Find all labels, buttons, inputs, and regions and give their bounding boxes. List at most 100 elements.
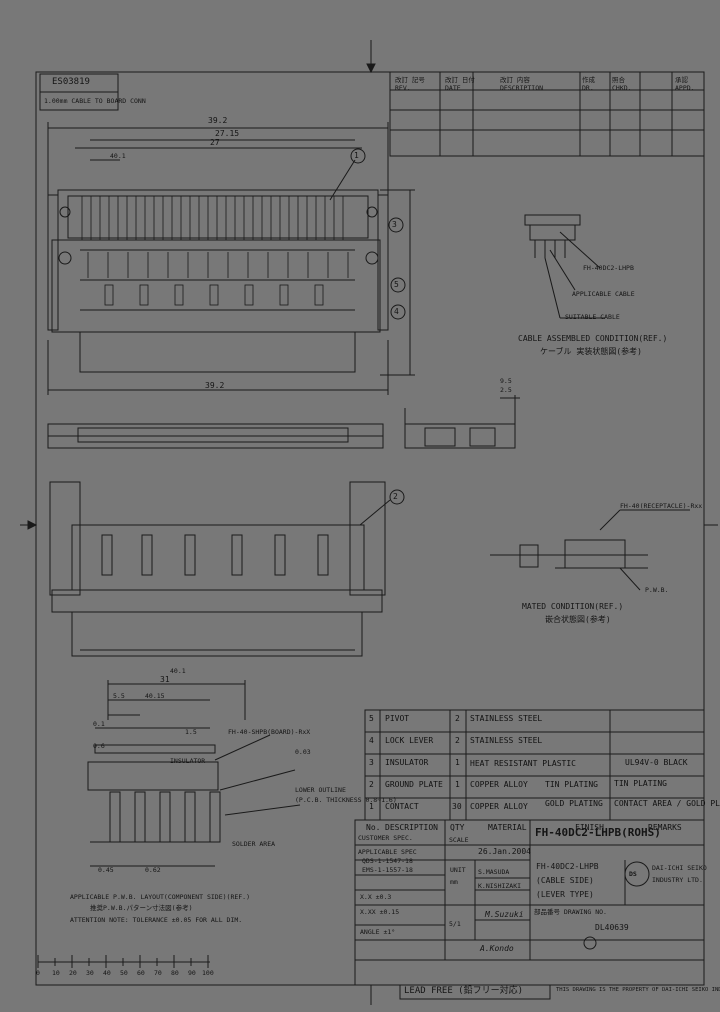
ruler-90: 90 [188,969,196,977]
callout-5: 5 [394,280,399,289]
unit: mm [450,878,458,886]
tolerance-row-3: ANGLE ±1° [360,928,396,936]
approved-by: M.Suzuki [485,910,524,919]
pcb-thickness: (P.C.B. THICKNESS 0.8~1.6) [295,796,397,804]
ruler [37,955,210,968]
callout-4-circle [390,304,406,320]
parts-row-2-remarks: TIN PLATING [614,779,667,788]
pcb-pitch: 31 [160,675,170,684]
spec-ems: EMS-1-1557-18 [362,866,413,874]
pcb-5p: 5.5 [113,692,125,700]
dim-inner: 27.15 [215,129,240,138]
part-name-big: FH-40DC2-LHPB(ROHS) [535,826,661,839]
title-block-grid [354,819,705,1000]
drawing-no: DL40639 [595,923,629,932]
spec-applicable: APPLICABLE SPEC [358,848,417,856]
cable-assembled-title: CABLE ASSEMBLED CONDITION(REF.) [518,334,668,343]
parts-row-5-material: STAINLESS STEEL [470,714,543,723]
spec-qds: QDS-1-1547-18 [362,857,413,865]
cable-label-1: FH-40DC2-LHPB [583,264,634,272]
date-label: SCALE [449,836,469,844]
parts-row-2-qty: 1 [455,780,460,789]
rev-header-en-3: DESCRIPTION [500,84,544,92]
cable-label-3: SUITABLE CABLE [565,313,620,321]
parts-header-finish: FINISH [575,823,604,832]
top-view-contacts [81,196,349,306]
parts-row-2-no: 2 [369,780,374,789]
revision-table [389,71,705,157]
rev-header-4: 作成 [582,76,595,84]
rev-header-en-2: DATE [445,84,461,92]
tolerance-note: ATTENTION NOTE: TOLERANCE ±0.05 FOR ALL … [70,916,243,924]
pcb-c: 0.6 [93,742,105,750]
parts-row-1-no: 1 [369,802,374,811]
parts-row-3-no: 3 [369,758,374,767]
parts-row-3-finish: UL94V-0 BLACK [625,758,688,767]
company-line-2: INDUSTRY LTD. [652,876,703,884]
pcb-f: 0.1 [93,720,105,728]
rev-header-3: 改訂 内容 [500,76,530,84]
desc-line-1: FH-40DC2-LHPB [536,862,599,871]
cable-assembled-sketch [524,214,605,319]
front-view [47,423,384,449]
pcb-g: 0.03 [295,748,311,756]
copyright: THIS DRAWING IS THE PROPERTY OF DAI-ICHI… [556,987,720,993]
mated-title: MATED CONDITION(REF.) [522,602,624,611]
scale-value: 5/1 [449,920,461,928]
parts-row-4-material: STAINLESS STEEL [470,736,543,745]
tolerance-row-2: X.XX ±0.15 [360,908,400,916]
dim-overall: 39.2 [208,116,228,125]
parts-row-2-material: COPPER ALLOY [470,780,528,789]
rev-header-en-1: REV. [395,84,411,92]
callout-4: 4 [394,307,399,316]
company-logo-ring [624,861,650,887]
ruler-30: 30 [86,969,94,977]
ruler-60: 60 [137,969,145,977]
dim-pitch-run: 27 [210,138,220,147]
parts-row-1-material: COPPER ALLOY [470,802,528,811]
pcb-layout [87,680,301,867]
callout-1-circle [350,148,366,164]
insulator-note: INSULATOR [170,757,206,765]
pcb-span: 40.1 [170,667,186,675]
pcb-layout-title: APPLICABLE P.W.B. LAYOUT(COMPONENT SIDE)… [70,893,251,901]
parts-row-1-finish: GOLD PLATING [545,799,603,808]
parts-header-desc: DESCRIPTION [385,823,438,832]
dim-right-side: 9.5 [500,377,512,385]
cable-label-2: APPLICABLE CABLE [572,290,635,298]
applied-by: A.Kondo [480,944,514,953]
parts-row-1-remarks: CONTACT AREA / GOLD PLATING [614,799,720,808]
rev-header-en-5: CHKD. [612,84,632,92]
rev-header-5: 照合 [612,76,625,84]
parts-row-5-no: 5 [369,714,374,723]
ruler-50: 50 [120,969,128,977]
dim-pin: 40.1 [110,152,126,160]
lower-note: LOWER OUTLINE [295,786,346,794]
parts-row-4-name: LOCK LEVER [385,736,434,745]
ruler-10: 10 [52,969,60,977]
parts-row-2-name: GROUND PLATE [385,780,443,789]
pcb-d: 0.45 [98,866,114,874]
parts-row-5-qty: 2 [455,714,460,723]
checked-by: K.NISHIZAKI [478,882,522,890]
dim-right-depth: 2.5 [500,386,512,394]
ruler-20: 20 [69,969,77,977]
desc-line-3: (LEVER TYPE) [536,890,594,899]
parts-row-1-name: CONTACT [385,802,419,811]
rev-header-1: 改訂 記号 [395,76,425,84]
pattern-note: FH-40-SHPB(BOARD)-RxX [228,728,311,736]
rev-header-6: 承認 [675,76,688,84]
ruler-0: 0 [36,969,40,977]
parts-row-1-qty: 30 [452,802,462,811]
date: 26.Jan.2004 [478,847,531,856]
mated-sketch [490,509,690,591]
ruler-80: 80 [171,969,179,977]
doc-id: ES03819 [52,77,90,87]
parts-row-4-qty: 2 [455,736,460,745]
ruler-70: 70 [154,969,162,977]
company-logo: DS [629,870,637,878]
pcb-e: 0.62 [145,866,161,874]
solder-note: SOLDER AREA [232,840,276,848]
rev-header-en-4: DR. [582,84,594,92]
